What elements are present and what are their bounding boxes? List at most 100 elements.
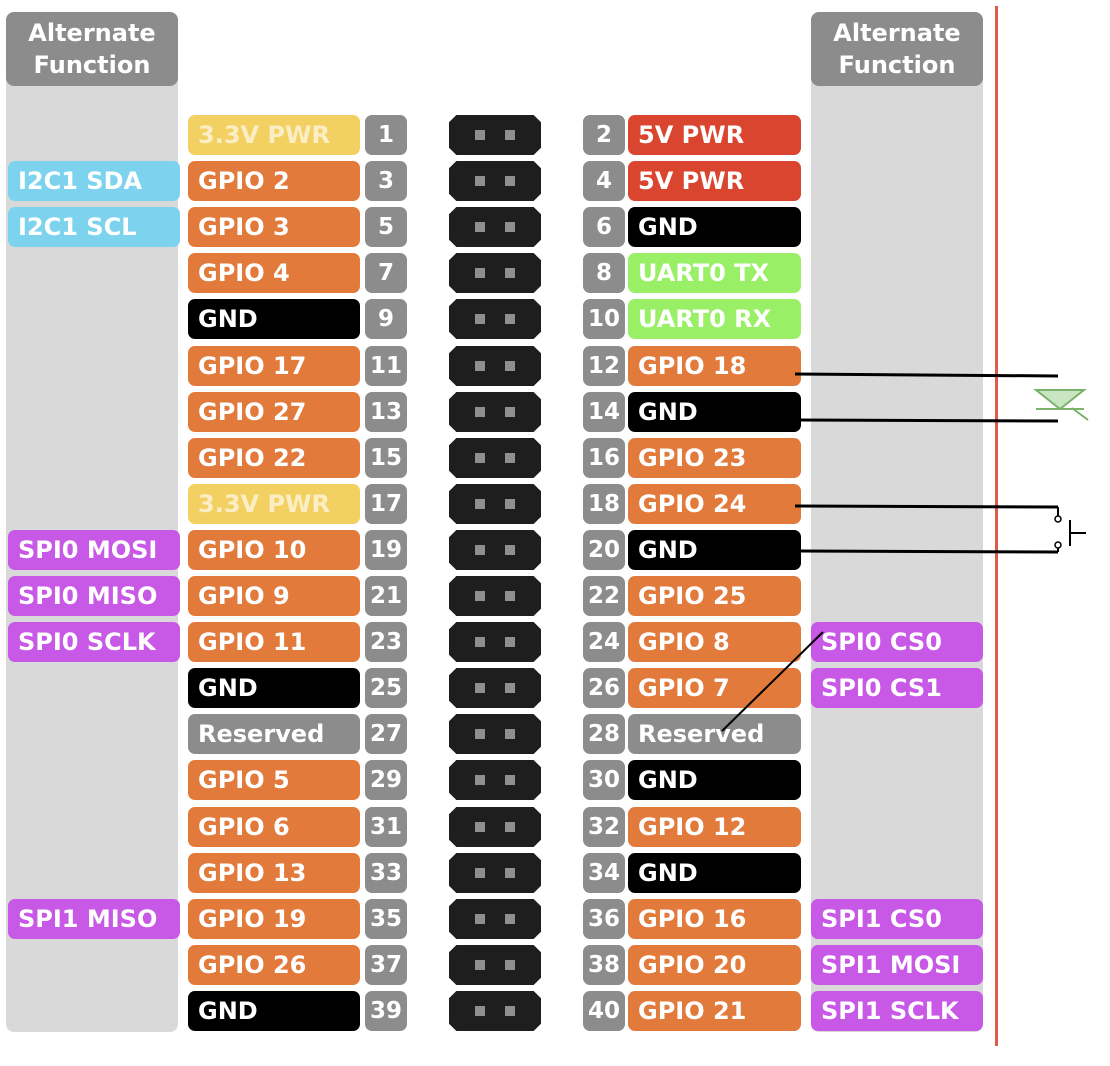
pin-pad <box>505 683 515 693</box>
pin-pad <box>475 130 485 140</box>
pin-15-number: 15 <box>365 438 407 478</box>
header-pin-pair <box>449 392 541 432</box>
gpio18-wire <box>794 372 1059 378</box>
led-arrow-icon <box>1071 407 1089 421</box>
pin-22-label: GPIO 25 <box>628 576 801 616</box>
pin-19-number: 19 <box>365 530 407 570</box>
pin-12-number: 12 <box>583 346 625 386</box>
pin-pad <box>475 637 485 647</box>
pin-6-label: GND <box>628 207 801 247</box>
pin-4-number: 4 <box>583 161 625 201</box>
pin-20-number: 20 <box>583 530 625 570</box>
pin-27-label: Reserved <box>188 714 360 754</box>
right-alternate-function-header: Alternate Function <box>811 12 983 86</box>
pin-17-label: 3.3V PWR <box>188 484 360 524</box>
pin-pad <box>505 822 515 832</box>
pin-20-label: GND <box>628 530 801 570</box>
header-pin-pair <box>449 438 541 478</box>
pin-37-label: GPIO 26 <box>188 945 360 985</box>
pin-7-label: GPIO 4 <box>188 253 360 293</box>
pin-pad <box>505 268 515 278</box>
pin-33-number: 33 <box>365 853 407 893</box>
pin-9-label: GND <box>188 299 360 339</box>
gnd14-wire <box>799 418 1059 423</box>
pin-37-number: 37 <box>365 945 407 985</box>
pin-6-number: 6 <box>583 207 625 247</box>
alt-function-i2c1-sda: I2C1 SDA <box>8 161 180 201</box>
alt-function-spi1-mosi: SPI1 MOSI <box>811 945 983 985</box>
pin-5-label: GPIO 3 <box>188 207 360 247</box>
pin-23-number: 23 <box>365 622 407 662</box>
pin-13-label: GPIO 27 <box>188 392 360 432</box>
pin-pad <box>505 637 515 647</box>
alt-function-spi1-sclk: SPI1 SCLK <box>811 991 983 1031</box>
pin-pad <box>475 729 485 739</box>
pin-28-number: 28 <box>583 714 625 754</box>
pin-pad <box>505 361 515 371</box>
left-alternate-function-header: Alternate Function <box>6 12 178 86</box>
pin-2-label: 5V PWR <box>628 115 801 155</box>
pin-34-label: GND <box>628 853 801 893</box>
gpio24-wire <box>794 504 1059 509</box>
pin-18-number: 18 <box>583 484 625 524</box>
pin-22-number: 22 <box>583 576 625 616</box>
pin-26-label: GPIO 7 <box>628 668 801 708</box>
pin-16-number: 16 <box>583 438 625 478</box>
pin-pad <box>505 222 515 232</box>
pin-pad <box>475 591 485 601</box>
pin-33-label: GPIO 13 <box>188 853 360 893</box>
header-pin-pair <box>449 622 541 662</box>
pin-pad <box>505 914 515 924</box>
pin-40-label: GPIO 21 <box>628 991 801 1031</box>
header-pin-pair <box>449 945 541 985</box>
pin-pad <box>505 960 515 970</box>
pin-pad <box>475 499 485 509</box>
led-circuit <box>794 372 1089 423</box>
pin-pad <box>475 268 485 278</box>
pin-31-number: 31 <box>365 807 407 847</box>
header-pin-pair <box>449 899 541 939</box>
pin-pad <box>475 822 485 832</box>
pin-10-label: UART0 RX <box>628 299 801 339</box>
pin-8-number: 8 <box>583 253 625 293</box>
pin-19-label: GPIO 10 <box>188 530 360 570</box>
pin-12-label: GPIO 18 <box>628 346 801 386</box>
header-pin-pair <box>449 668 541 708</box>
pin-pad <box>475 775 485 785</box>
pin-pad <box>475 222 485 232</box>
pin-34-number: 34 <box>583 853 625 893</box>
alt-function-spi0-miso: SPI0 MISO <box>8 576 180 616</box>
pin-pad <box>475 1006 485 1016</box>
pin-30-number: 30 <box>583 760 625 800</box>
header-pin-pair <box>449 299 541 339</box>
pin-35-number: 35 <box>365 899 407 939</box>
header-pin-pair <box>449 714 541 754</box>
pin-9-number: 9 <box>365 299 407 339</box>
pin-pad <box>475 868 485 878</box>
pin-38-label: GPIO 20 <box>628 945 801 985</box>
pin-pad <box>475 545 485 555</box>
switch-contact-bottom <box>1054 541 1062 549</box>
pin-pad <box>505 729 515 739</box>
annotation-diagonal-line <box>721 631 824 732</box>
alt-function-spi0-sclk: SPI0 SCLK <box>8 622 180 662</box>
pin-pad <box>475 407 485 417</box>
pin-8-label: UART0 TX <box>628 253 801 293</box>
alt-function-i2c1-scl: I2C1 SCL <box>8 207 180 247</box>
pin-21-label: GPIO 9 <box>188 576 360 616</box>
pin-10-number: 10 <box>583 299 625 339</box>
pin-pad <box>475 361 485 371</box>
header-pin-pair <box>449 207 541 247</box>
pin-2-number: 2 <box>583 115 625 155</box>
header-pin-pair <box>449 115 541 155</box>
pin-26-number: 26 <box>583 668 625 708</box>
pin-13-number: 13 <box>365 392 407 432</box>
pin-pad <box>505 775 515 785</box>
pin-40-number: 40 <box>583 991 625 1031</box>
switch-contact-top <box>1054 515 1062 523</box>
pin-15-label: GPIO 22 <box>188 438 360 478</box>
pin-32-number: 32 <box>583 807 625 847</box>
header-pin-pair <box>449 853 541 893</box>
pin-36-number: 36 <box>583 899 625 939</box>
